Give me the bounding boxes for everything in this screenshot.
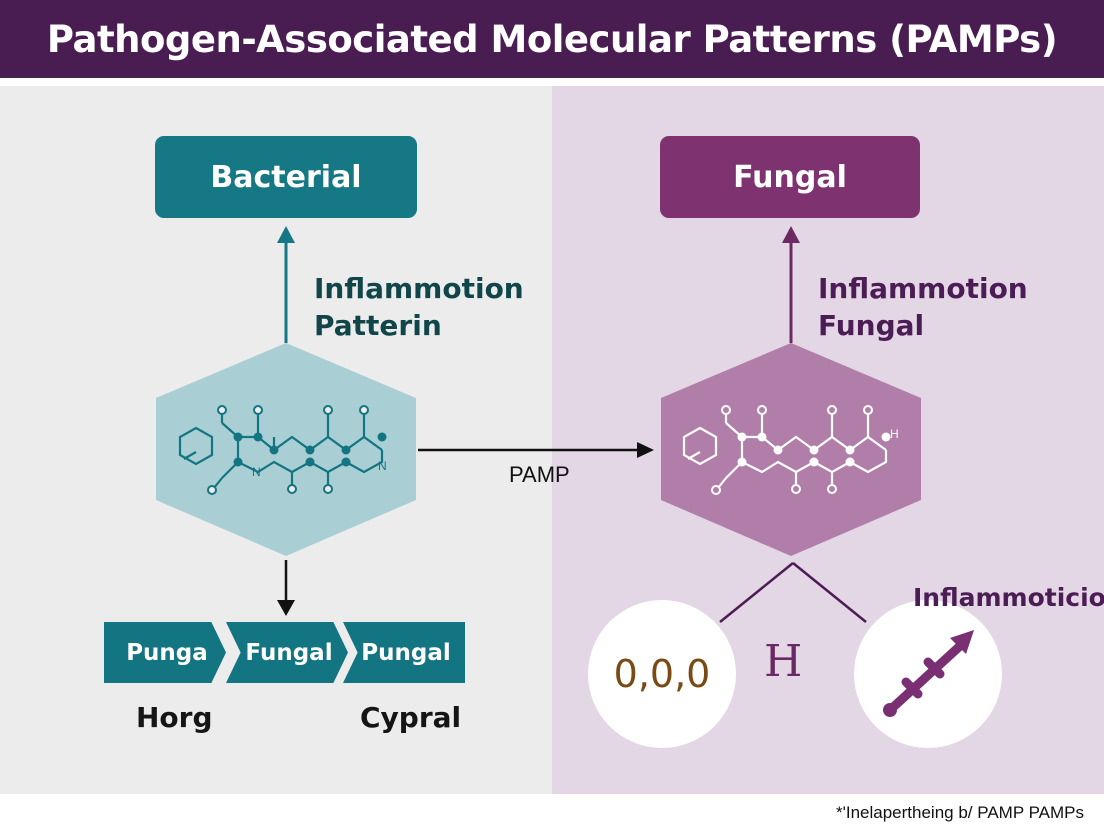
bacterial-hexagon bbox=[156, 343, 416, 556]
fungal-label-line2: Fungal bbox=[818, 309, 925, 342]
under-label-2: Cypral bbox=[360, 701, 462, 734]
fungal-branch-lines bbox=[719, 562, 867, 623]
bacterial-label-line1: Inflammotion bbox=[314, 272, 524, 305]
bacterial-header: Bacterial bbox=[155, 136, 417, 218]
fungal-header: Fungal bbox=[660, 136, 920, 218]
arrow-up-fungal bbox=[782, 226, 800, 343]
svg-text:N: N bbox=[378, 459, 387, 473]
fungal-side-label: Inflammotion Fungal bbox=[818, 270, 1028, 344]
pamp-arrow bbox=[418, 442, 654, 458]
chevron-step-1: Punga bbox=[104, 622, 226, 683]
chevron-step-2-label: Fungal bbox=[245, 639, 333, 666]
fungal-inflammation-label: Inflammoticio bbox=[913, 583, 1104, 612]
pamp-connector-label: PAMP bbox=[509, 462, 570, 487]
arrow-up-bacterial bbox=[277, 226, 295, 343]
bacterial-molecule-atoms bbox=[233, 432, 387, 467]
ligand-circle bbox=[588, 600, 736, 748]
arrow-down-bacterial bbox=[277, 560, 295, 616]
receptor-glyph: H bbox=[764, 636, 803, 687]
ligand-circle-text: 0,0,0 bbox=[613, 652, 711, 696]
under-label-1: Horg bbox=[136, 701, 213, 734]
bacterial-label-line2: Patterin bbox=[314, 309, 442, 342]
chevron-step-2: Fungal bbox=[226, 622, 348, 683]
chevron-step-1-label: Punga bbox=[126, 639, 208, 666]
chevron-step-3: Pungal bbox=[343, 622, 465, 683]
syringe-arrow-icon bbox=[883, 630, 974, 717]
fungal-hexagon bbox=[661, 343, 921, 556]
activation-circle bbox=[854, 600, 1002, 748]
bacterial-side-label: Inflammotion Patterin bbox=[314, 270, 524, 344]
chevron-step-3-label: Pungal bbox=[361, 639, 451, 666]
svg-text:H: H bbox=[890, 427, 899, 441]
fungal-label-line1: Inflammotion bbox=[818, 272, 1028, 305]
page-title: Pathogen-Associated Molecular Patterns (… bbox=[46, 17, 1058, 61]
bacterial-oxygen-atoms bbox=[207, 405, 369, 495]
svg-text:N: N bbox=[252, 465, 261, 479]
title-bar: Pathogen-Associated Molecular Patterns (… bbox=[0, 0, 1104, 78]
fungal-molecule-atoms bbox=[737, 432, 891, 467]
fungal-oxygen-atoms bbox=[711, 405, 873, 495]
footnote: *'Inelapertheing b/ PAMP PAMPs bbox=[836, 803, 1084, 822]
